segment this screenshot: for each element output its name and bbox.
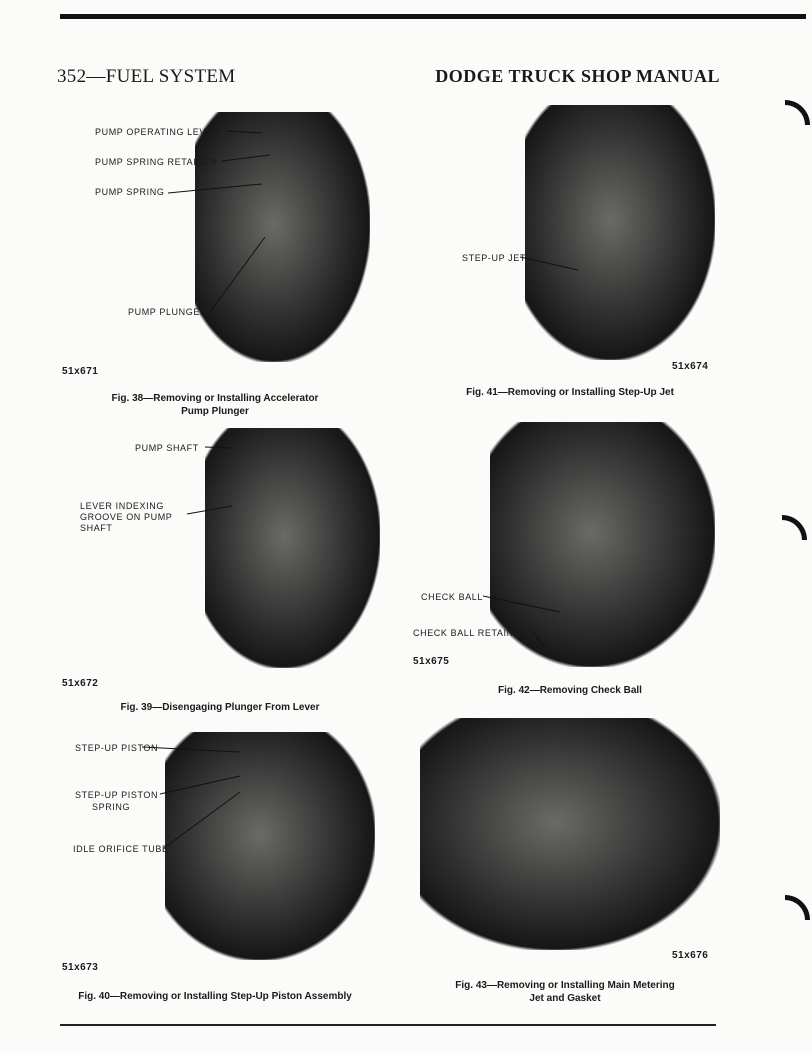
figure-code: 51x676 <box>672 950 709 961</box>
figure-code: 51x673 <box>62 962 99 973</box>
figure-label: STEP-UP JET <box>462 253 526 263</box>
figure-code: 51x675 <box>413 656 450 667</box>
figure-38-photo <box>195 112 370 362</box>
figure-40-photo <box>165 732 375 960</box>
binder-hole-mark <box>785 895 810 920</box>
figure-39-photo <box>205 428 380 668</box>
binder-hole-mark <box>782 515 807 540</box>
figure-40-caption: Fig. 40—Removing or Installing Step-Up P… <box>78 991 352 1002</box>
figure-41-photo <box>525 105 715 360</box>
figure-label: PUMP SHAFT <box>135 443 199 453</box>
figure-label: CHECK BALL RETAINER <box>413 628 528 638</box>
figure-label: PUMP OPERATING LEVER <box>95 127 220 137</box>
figure-label: CHECK BALL <box>421 592 484 602</box>
figure-code: 51x672 <box>62 678 99 689</box>
figure-39-caption: Fig. 39—Disengaging Plunger From Lever <box>120 702 320 713</box>
figure-label: SPRING <box>92 802 131 812</box>
bottom-rule <box>60 1024 716 1026</box>
figure-41-caption: Fig. 41—Removing or Installing Step-Up J… <box>466 387 674 398</box>
figure-code: 51x671 <box>62 366 99 377</box>
figure-label: PUMP SPRING <box>95 187 165 197</box>
page-header-title: DODGE TRUCK SHOP MANUAL <box>435 66 720 86</box>
figure-43-caption: Fig. 43—Removing or Installing Main Mete… <box>455 980 675 1004</box>
binder-hole-mark <box>785 100 810 125</box>
figure-label: SHAFT <box>80 523 113 533</box>
figure-label: LEVER INDEXING <box>80 501 164 511</box>
figure-label: PUMP SPRING RETAINER <box>95 157 218 167</box>
figure-43-photo <box>420 718 720 950</box>
figure-42-caption: Fig. 42—Removing Check Ball <box>498 685 642 696</box>
figure-label: STEP-UP PISTON <box>75 743 159 753</box>
top-rule <box>60 14 806 19</box>
figure-42-photo <box>490 422 715 667</box>
figure-label: STEP-UP PISTON <box>75 790 159 800</box>
page-header-section: 352—FUEL SYSTEM <box>57 66 236 87</box>
figure-code: 51x674 <box>672 361 709 372</box>
figure-label: PUMP PLUNGER <box>128 307 208 317</box>
figure-label: GROOVE ON PUMP <box>80 512 173 522</box>
figure-38-caption: Fig. 38—Removing or Installing Accelerat… <box>111 393 319 417</box>
figure-label: IDLE ORIFICE TUBE <box>73 844 169 854</box>
